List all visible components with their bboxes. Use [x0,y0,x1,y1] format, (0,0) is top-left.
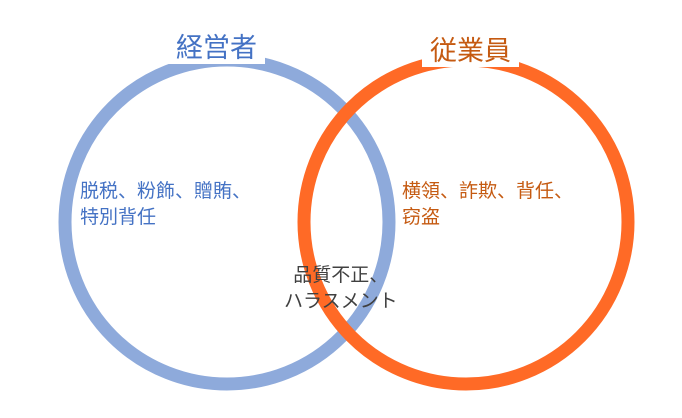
employee-fraud-line-1: 横領、詐欺、背任、 [402,180,574,202]
overlap-fraud-line-2: ハラスメント [284,290,398,312]
management-fraud-list: 脱税、粉飾、贈賄、 特別背任 [80,178,251,230]
management-fraud-line-2: 特別背任 [80,206,157,228]
employee-title: 従業員 [422,37,519,67]
overlap-fraud-line-1: 品質不正、 [293,264,389,286]
management-fraud-line-1: 脱税、粉飾、贈賄、 [80,180,252,202]
employee-fraud-list: 横領、詐欺、背任、 窃盗 [402,178,573,230]
management-title: 経営者 [168,34,265,64]
overlap-fraud-list: 品質不正、 ハラスメント [284,262,398,314]
employee-fraud-line-2: 窃盗 [402,206,441,228]
